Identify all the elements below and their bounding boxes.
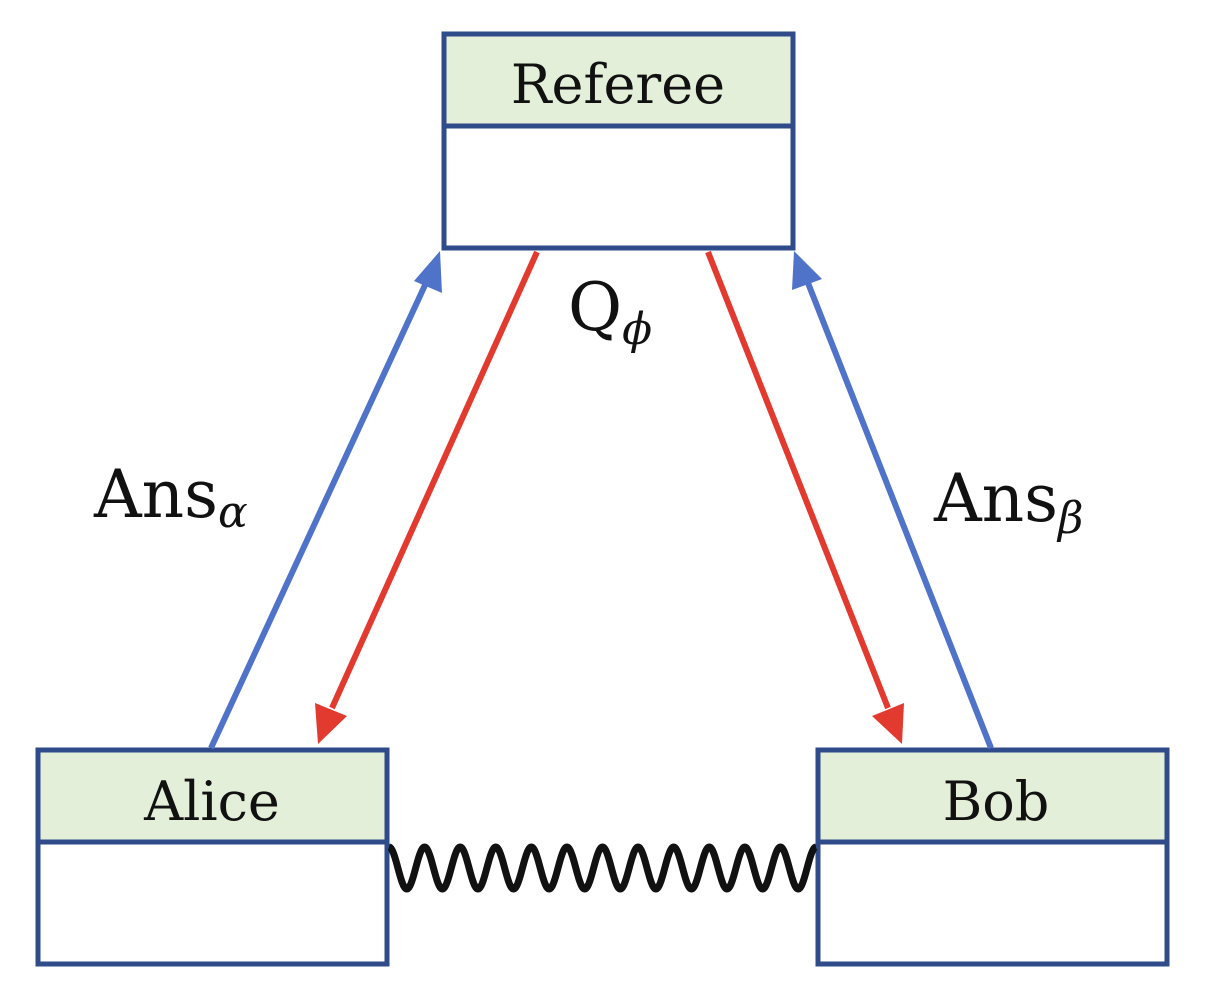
answer-arrow-alice bbox=[208, 251, 442, 750]
bob-label: Bob bbox=[943, 770, 1050, 833]
question-label-sub: ϕ bbox=[622, 304, 652, 355]
bob-body bbox=[815, 839, 1170, 967]
entanglement-wavy-line bbox=[386, 843, 819, 893]
answer-bob-label-sub: β bbox=[1056, 493, 1083, 544]
question-label: Qϕ bbox=[568, 269, 652, 355]
referee-header bbox=[441, 31, 796, 129]
alice-body bbox=[35, 839, 390, 967]
answer-alice-label-sub: α bbox=[218, 487, 248, 538]
answer-alice-label-main: Ans bbox=[93, 456, 218, 533]
bob-node: Bob bbox=[815, 747, 1170, 967]
question-label-main: Q bbox=[568, 269, 622, 346]
referee-label: Referee bbox=[511, 53, 725, 116]
alice-label: Alice bbox=[143, 770, 280, 833]
answer-alice-label: Ansα bbox=[93, 456, 248, 538]
answer-arrow-bob bbox=[792, 251, 994, 750]
question-arrow-bob bbox=[705, 250, 904, 744]
answer-bob-label: Ansβ bbox=[933, 460, 1083, 544]
question-arrow-alice bbox=[315, 250, 540, 744]
referee-node: Referee bbox=[441, 31, 796, 251]
answer-bob-label-main: Ans bbox=[933, 460, 1058, 537]
alice-node: Alice bbox=[35, 747, 390, 967]
referee-body bbox=[441, 123, 796, 251]
